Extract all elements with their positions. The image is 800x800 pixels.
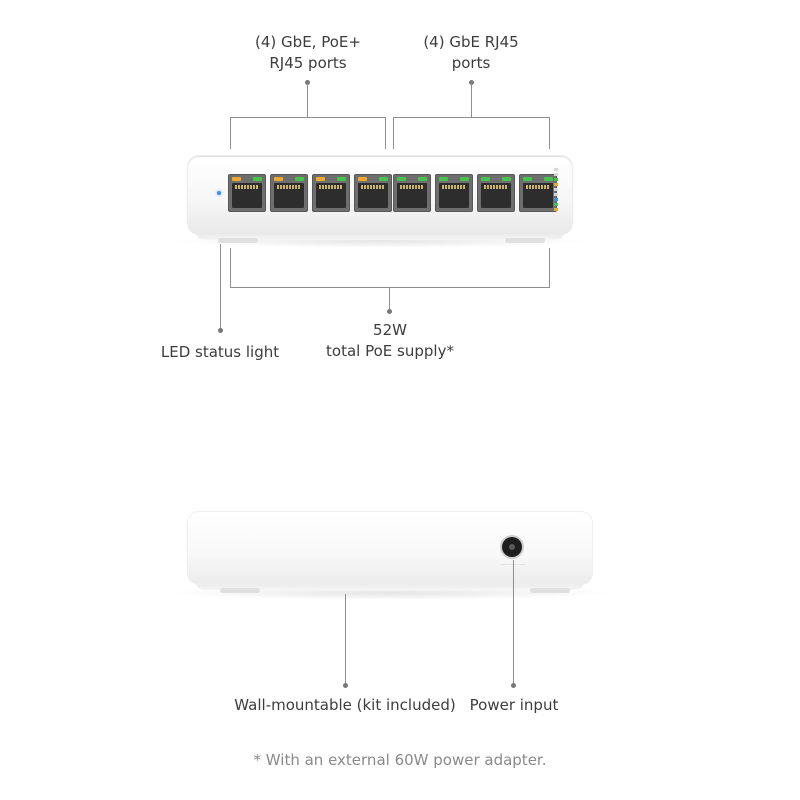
switch-back-view xyxy=(188,512,592,584)
rj45-port xyxy=(393,174,431,212)
poe-supply-callout-stem xyxy=(389,287,390,311)
wall-mount-callout-dot xyxy=(343,683,348,688)
rj45-port xyxy=(354,174,392,212)
led-callout-stem xyxy=(220,244,221,328)
poe-ports-bracket-top xyxy=(230,117,386,118)
poe-ports-callout-dot xyxy=(305,80,310,85)
port-led-icon xyxy=(481,177,490,181)
front-foot-left xyxy=(218,238,258,243)
front-foot-right xyxy=(505,238,545,243)
rj45-port xyxy=(312,174,350,212)
port-led-icon xyxy=(337,177,346,181)
poe-supply-bracket-right xyxy=(549,248,550,288)
gbe-ports-callout-dot xyxy=(469,80,474,85)
legend-swatch-icon xyxy=(554,168,558,171)
poe-ports-label: (4) GbE, PoE+ RJ45 ports xyxy=(228,32,388,74)
port-led-icon xyxy=(523,177,532,181)
poe-ports-bracket-right xyxy=(385,117,386,149)
poe-supply-label-line1: 52W xyxy=(373,321,407,339)
legend-swatch-icon xyxy=(554,208,558,211)
front-device-base xyxy=(196,230,564,240)
poe-ports-callout-stem xyxy=(307,83,308,117)
poe-supply-bracket-left xyxy=(230,248,231,288)
gbe-ports-label: (4) GbE RJ45 ports xyxy=(391,32,551,74)
legend-swatch-icon xyxy=(554,198,558,201)
poe-ports-bracket-left xyxy=(230,117,231,149)
gbe-ports-label-line2: ports xyxy=(451,54,491,72)
status-led xyxy=(217,191,221,195)
gbe-ports-bracket-left xyxy=(393,117,394,149)
port-led-icon xyxy=(418,177,427,181)
port-led-icon xyxy=(316,177,325,181)
port-led-icon xyxy=(544,177,553,181)
rj45-port xyxy=(477,174,515,212)
poe-supply-label: 52W total PoE supply* xyxy=(300,320,480,362)
led-status-label: LED status light xyxy=(160,343,280,361)
port-led-icon xyxy=(232,177,241,181)
gbe-port-group xyxy=(393,174,557,212)
rj45-port xyxy=(435,174,473,212)
gbe-ports-callout-stem xyxy=(471,83,472,117)
poe-port-group xyxy=(228,174,392,212)
back-foot-left xyxy=(220,588,260,593)
port-led-icon xyxy=(439,177,448,181)
rj45-port xyxy=(228,174,266,212)
footnote: * With an external 60W power adapter. xyxy=(253,751,547,769)
port-led-icon xyxy=(253,177,262,181)
port-led-icon xyxy=(358,177,367,181)
back-foot-right xyxy=(530,588,570,593)
wall-mount-callout-stem xyxy=(345,594,346,684)
port-led-icon xyxy=(460,177,469,181)
legend-swatch-icon xyxy=(554,193,558,196)
poe-supply-label-line2: total PoE supply* xyxy=(326,342,454,360)
back-device-base xyxy=(196,580,584,590)
port-led-icon xyxy=(274,177,283,181)
legend-swatch-icon xyxy=(554,183,558,186)
power-input-callout-dot xyxy=(511,683,516,688)
port-led-icon xyxy=(379,177,388,181)
led-callout-dot xyxy=(218,328,223,333)
power-jack-icon xyxy=(502,537,522,557)
wall-mount-label: Wall-mountable (kit included) xyxy=(234,696,456,714)
power-input-label: Power input xyxy=(469,696,559,714)
port-led-icon xyxy=(502,177,511,181)
poe-ports-label-line1: (4) GbE, PoE+ xyxy=(255,33,361,51)
rj45-port xyxy=(519,174,557,212)
legend-swatch-icon xyxy=(554,203,558,206)
port-led-icon xyxy=(295,177,304,181)
power-input-callout-stem xyxy=(513,560,514,684)
side-led-legend xyxy=(553,166,565,222)
poe-supply-bracket-bottom xyxy=(230,287,550,288)
gbe-ports-label-line1: (4) GbE RJ45 xyxy=(423,33,519,51)
legend-swatch-icon xyxy=(554,173,558,176)
poe-supply-callout-dot xyxy=(387,309,392,314)
rj45-port xyxy=(270,174,308,212)
gbe-ports-bracket-top xyxy=(393,117,550,118)
poe-ports-label-line2: RJ45 ports xyxy=(269,54,347,72)
legend-swatch-icon xyxy=(554,188,558,191)
port-led-icon xyxy=(397,177,406,181)
gbe-ports-bracket-right xyxy=(549,117,550,149)
legend-swatch-icon xyxy=(554,178,558,181)
